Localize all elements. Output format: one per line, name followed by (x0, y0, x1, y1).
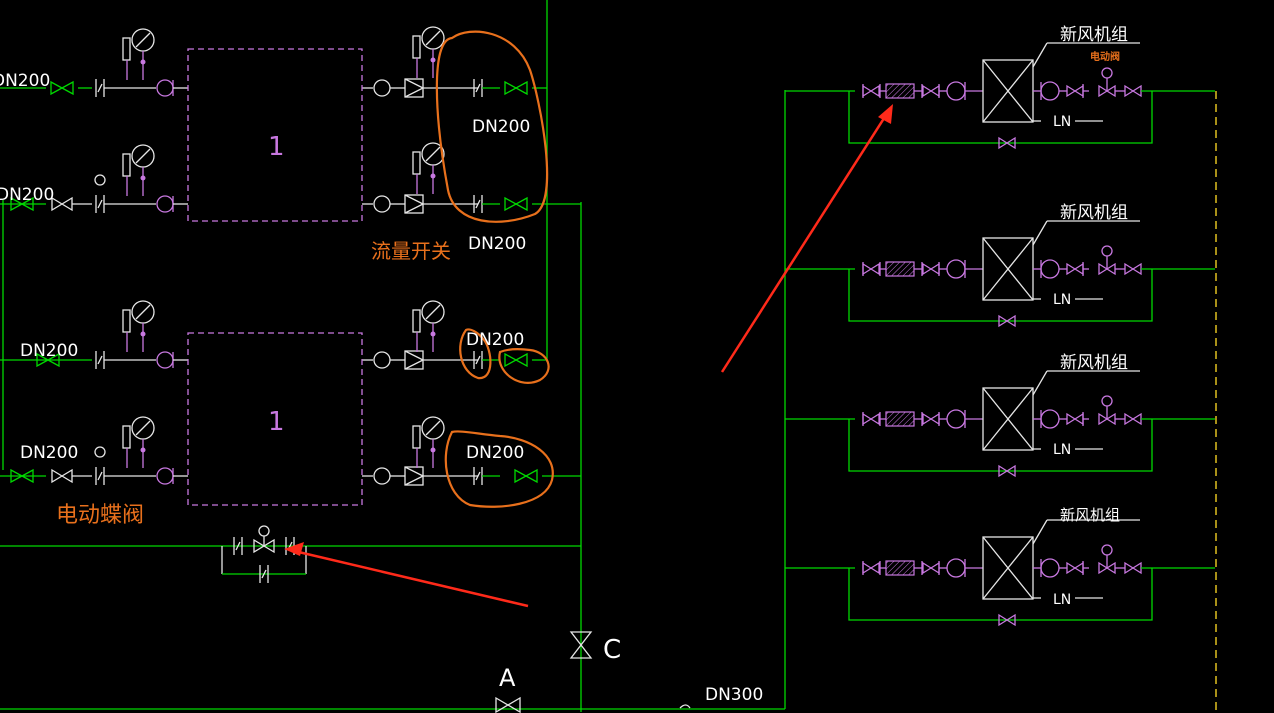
ahu-3-name: 新风机组 (1060, 353, 1128, 373)
row2-left-dn-label: DN200 (0, 185, 54, 205)
chiller-section (0, 0, 786, 713)
row1-left-dn-label: DN200 (0, 71, 50, 91)
chiller-unit-bottom (187, 332, 363, 506)
electric-butterfly-valve-annotation: 电动蝶阀 (56, 503, 144, 528)
row4-right-dn-label: DN200 (466, 443, 524, 463)
ahu-2-name: 新风机组 (1060, 203, 1128, 223)
red-arrows (284, 104, 893, 608)
ahu-4-ln: LN (1053, 592, 1071, 608)
main-pipe-size-label: DN300 (705, 685, 763, 705)
ahu-4-name: 新风机组 (1060, 506, 1120, 524)
chiller-unit-top (187, 48, 363, 222)
row2-right-dn-label: DN200 (468, 234, 526, 254)
valve-c-label: C (603, 635, 621, 665)
valve-a-label: A (499, 664, 516, 692)
row3-right-dn-label: DN200 (466, 330, 524, 350)
ahu-1-name: 新风机组 (1060, 25, 1128, 45)
unit-top-number: 1 (268, 132, 285, 162)
ahu-1-ln: LN (1053, 114, 1071, 130)
flow-switch-annotation: 流量开关 (371, 239, 451, 263)
unit-bottom-number: 1 (268, 407, 285, 437)
row3-left-dn-label: DN200 (20, 341, 78, 361)
row1-right-dn-label: DN200 (472, 117, 530, 137)
ahu-3-ln: LN (1053, 442, 1071, 458)
ahu-2-ln: LN (1053, 292, 1071, 308)
ahu-section (785, 43, 1217, 713)
hand-annotations (435, 30, 554, 508)
ahu-1-valve-tag: 电动阀 (1090, 50, 1120, 63)
row4-left-dn-label: DN200 (20, 443, 78, 463)
